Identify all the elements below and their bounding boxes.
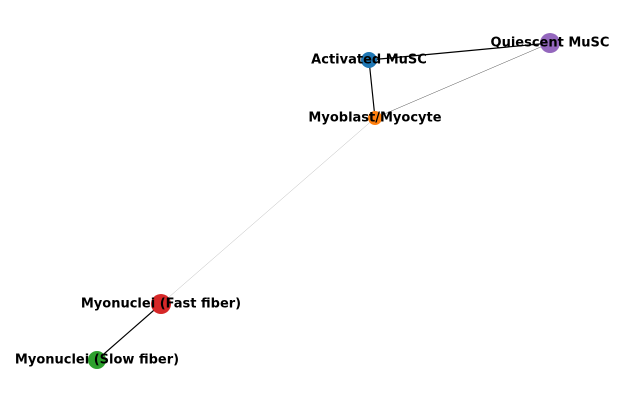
node-layer xyxy=(88,33,560,369)
edge-layer xyxy=(96,42,551,361)
node-quiescent xyxy=(540,33,560,53)
node-label-activated: Activated MuSC xyxy=(311,53,427,68)
node-myoblast xyxy=(368,111,382,125)
node-fast xyxy=(151,294,171,314)
edge-myoblast-quiescent xyxy=(374,42,551,119)
node-label-myoblast: Myoblast/Myocyte xyxy=(308,111,441,126)
node-slow xyxy=(88,351,106,369)
edge-activated-myoblast xyxy=(368,59,376,119)
edge-fast-slow xyxy=(96,303,162,361)
label-layer: Activated MuSC Quiescent MuSC Myoblast/Myo… xyxy=(15,36,610,368)
edge-activated-quiescent xyxy=(368,42,551,61)
edge-myoblast-fast xyxy=(160,117,376,305)
node-label-fast: Myonuclei (Fast fiber) xyxy=(81,297,241,312)
node-label-slow: Myonuclei (Slow fiber) xyxy=(15,353,179,368)
node-label-quiescent: Quiescent MuSC xyxy=(491,36,610,51)
node-activated xyxy=(361,52,377,68)
